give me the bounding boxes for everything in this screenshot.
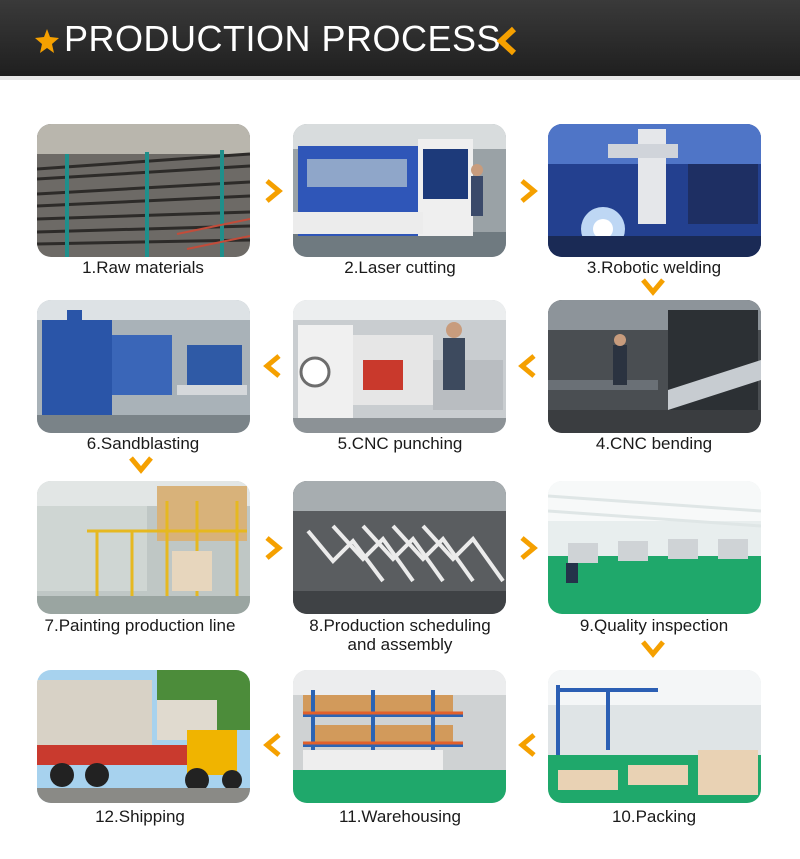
step-label-11: 11.Warehousing: [339, 807, 461, 826]
arrow-down-icon: [641, 636, 665, 660]
step-label-10: 10.Packing: [611, 807, 697, 826]
star-icon: [35, 29, 59, 53]
photo-raw-materials: [37, 124, 250, 257]
photo-painting-line: [37, 481, 250, 614]
step-label-12: 12.Shipping: [95, 807, 185, 826]
arrow-left-icon: [261, 733, 285, 757]
photo-laser-cutting: [293, 124, 506, 257]
page-title: PRODUCTION PROCESS: [64, 18, 502, 59]
step-label-6: 6.Sandblasting: [86, 434, 200, 453]
step-label-5: 5.CNC punching: [337, 434, 463, 453]
photo-quality-inspection: [548, 481, 761, 614]
arrow-left-icon: [516, 354, 540, 378]
arrow-left-icon: [261, 354, 285, 378]
step-label-2: 2.Laser cutting: [344, 258, 456, 277]
arrow-right-icon: [261, 536, 285, 560]
photo-packing: [548, 670, 761, 803]
photo-sandblasting: [37, 300, 250, 433]
arrow-right-icon: [516, 179, 540, 203]
step-label-7: 7.Painting production line: [44, 616, 236, 635]
step-label-8-line2: and assembly: [347, 635, 453, 654]
arrow-right-icon: [261, 179, 285, 203]
photo-shipping: [37, 670, 250, 803]
step-label-3: 3.Robotic welding: [586, 258, 722, 277]
arrow-right-icon: [516, 536, 540, 560]
step-label-9: 9.Quality inspection: [579, 616, 729, 635]
step-label-8-line1: 8.Production scheduling: [309, 616, 491, 635]
photo-cnc-punching: [293, 300, 506, 433]
chevron-left-icon: [496, 26, 517, 56]
arrow-down-icon: [129, 452, 153, 476]
photo-warehousing: [293, 670, 506, 803]
arrow-left-icon: [516, 733, 540, 757]
header-banner: PRODUCTION PROCESS: [0, 0, 800, 80]
photo-robotic-welding: [548, 124, 761, 257]
photo-assembly: [293, 481, 506, 614]
step-label-8: 8.Production scheduling and assembly: [270, 616, 530, 654]
step-label-4: 4.CNC bending: [595, 434, 713, 453]
photo-cnc-bending: [548, 300, 761, 433]
arrow-down-icon: [641, 274, 665, 298]
step-label-1: 1.Raw materials: [82, 258, 204, 277]
